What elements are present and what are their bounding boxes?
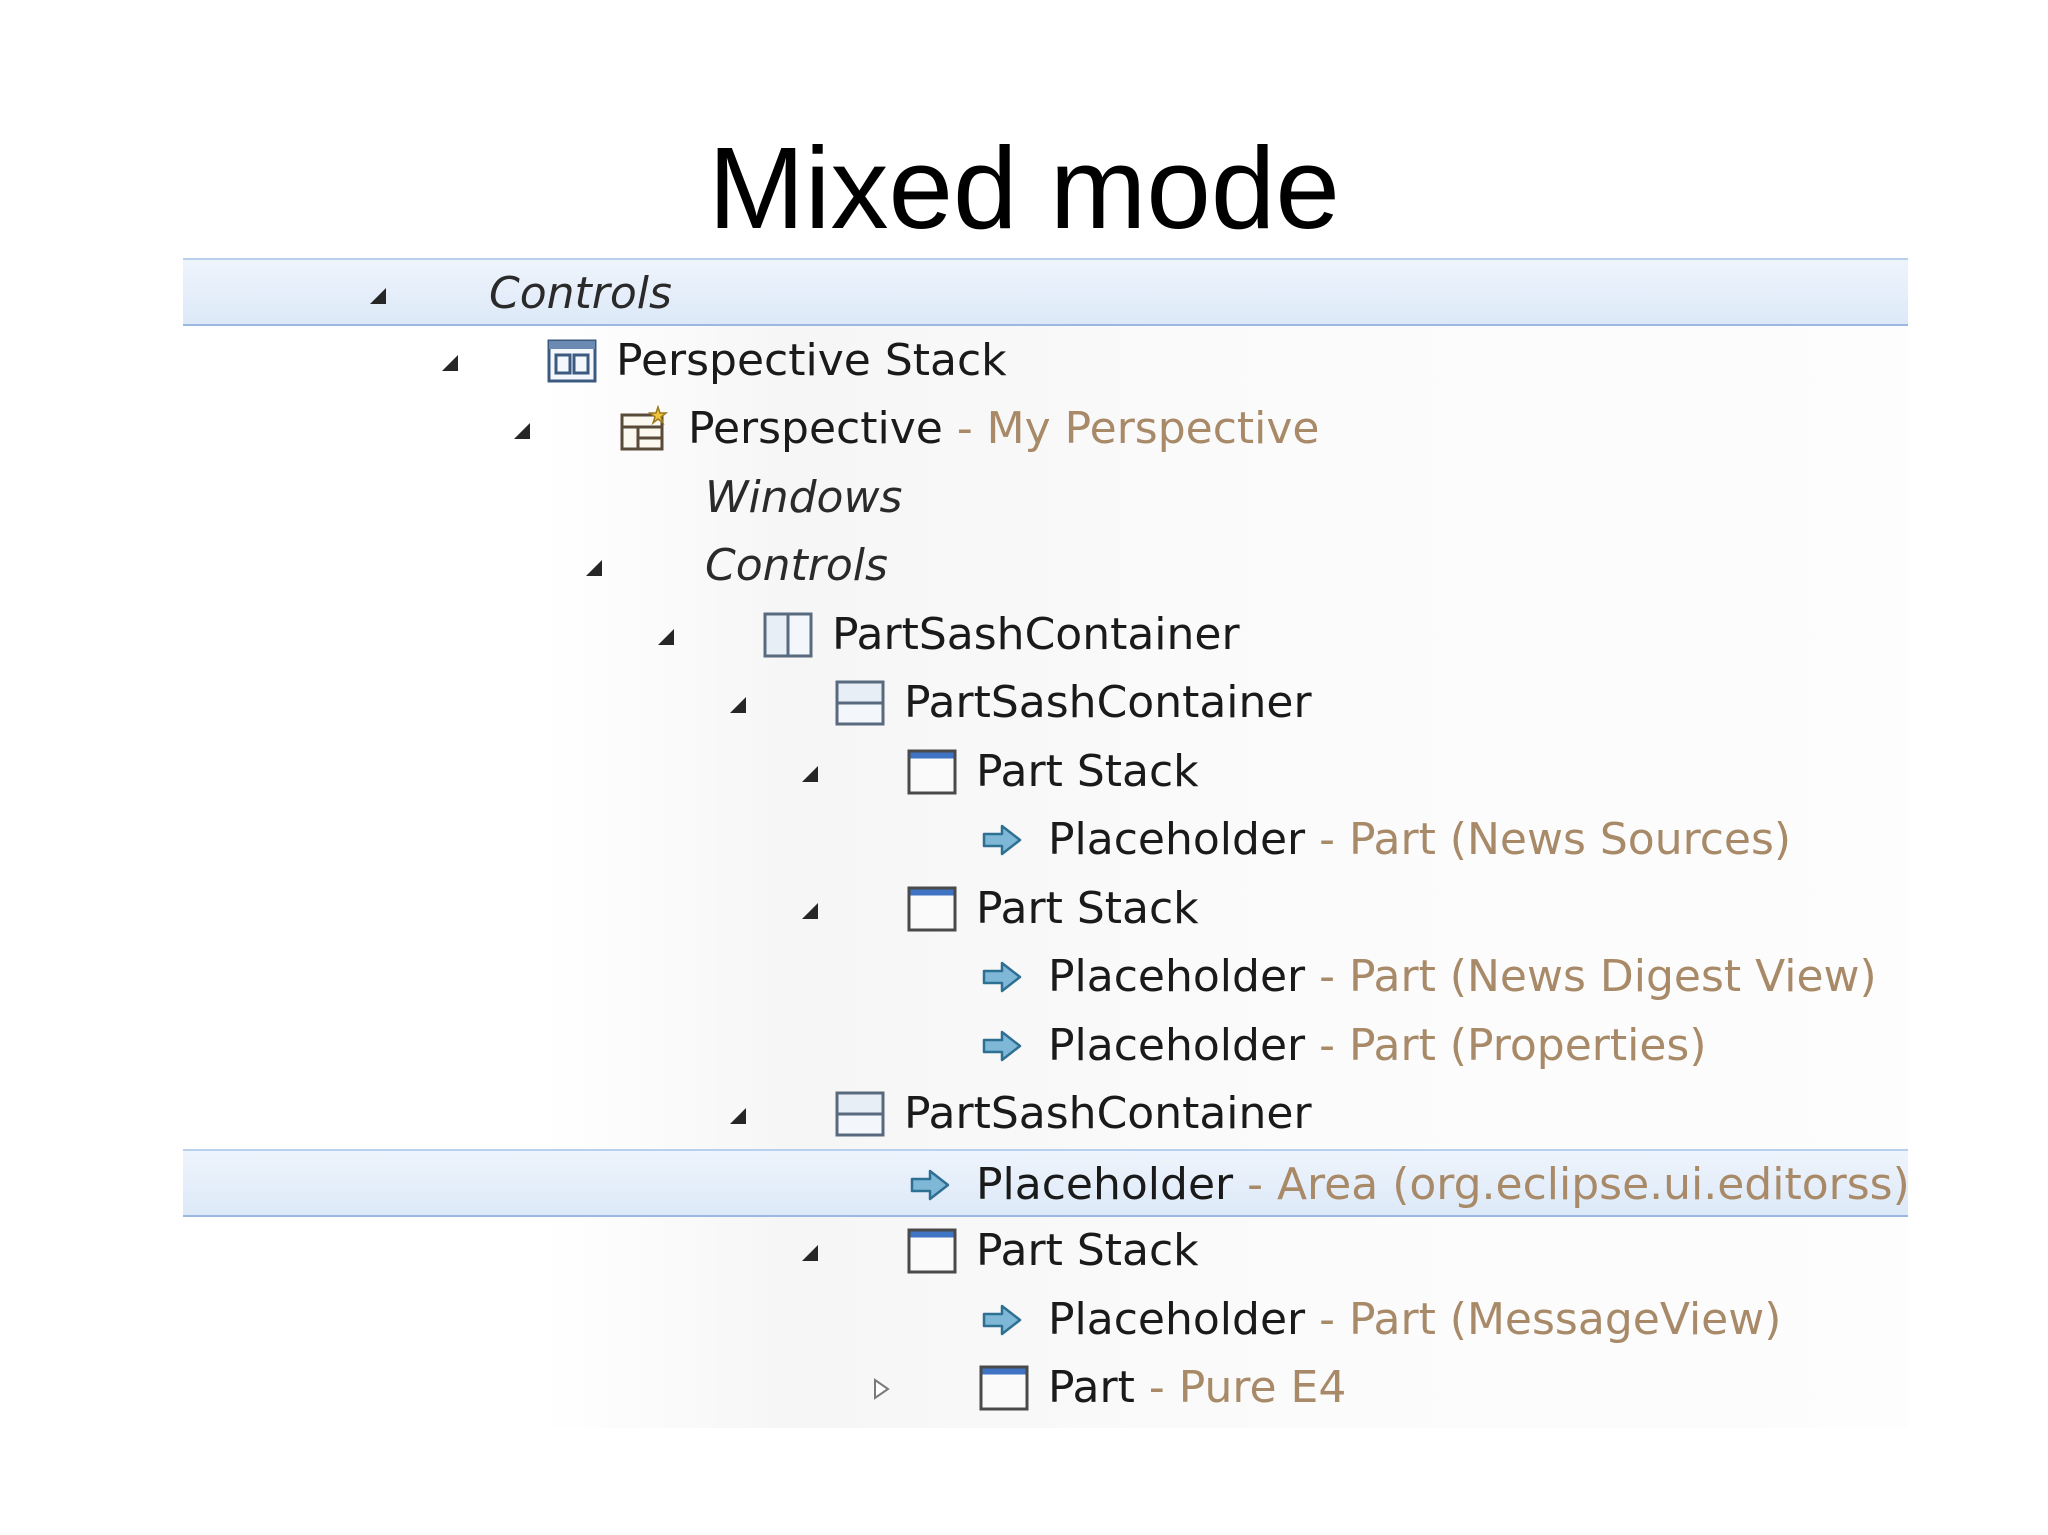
tree-item-name: Placeholder xyxy=(1048,1020,1306,1071)
tree-row[interactable]: Part Stack xyxy=(183,738,1908,806)
tree-item-detail: - Area (org.eclipse.ui.editorss) xyxy=(1233,1159,1910,1210)
tree-row[interactable]: Controls xyxy=(183,532,1908,600)
tree-item-detail: - Part (Properties) xyxy=(1305,1020,1707,1071)
tree-row[interactable]: Placeholder - Part (Properties) xyxy=(183,1012,1908,1080)
slide-title: Mixed mode xyxy=(708,123,1340,253)
tree-item-label: Placeholder - Part (MessageView) xyxy=(1048,1286,1781,1354)
tree-item-name: Part xyxy=(1048,1362,1135,1413)
placeholder-arrow-icon xyxy=(906,1161,958,1209)
expanded-twisty-icon[interactable] xyxy=(726,693,748,715)
tree-item-label: PartSashContainer xyxy=(832,601,1240,669)
tree-item-name: Perspective xyxy=(688,403,943,454)
tree-row[interactable]: Placeholder - Area (org.eclipse.ui.edito… xyxy=(183,1149,1910,1219)
sash-horizontal-icon xyxy=(834,679,886,727)
tree-item-label: Part Stack xyxy=(976,875,1199,943)
tree-item-label: Part Stack xyxy=(976,1217,1199,1285)
part-stack-icon xyxy=(906,885,958,933)
tree-item-detail: - Part (MessageView) xyxy=(1305,1294,1782,1345)
expanded-twisty-icon[interactable] xyxy=(510,419,532,441)
tree-item-name: PartSashContainer xyxy=(832,609,1240,660)
tree-row[interactable]: Placeholder - Part (News Digest View) xyxy=(183,943,1908,1011)
tree-item-label: Windows xyxy=(705,464,902,532)
tree-item-label: Placeholder - Part (News Sources) xyxy=(1048,806,1791,874)
tree-item-detail: - Part (News Sources) xyxy=(1305,814,1792,865)
tree-item-label: PartSashContainer xyxy=(904,1080,1312,1148)
tree-item-label: Placeholder - Part (News Digest View) xyxy=(1048,943,1877,1011)
tree-item-label: Placeholder - Area (org.eclipse.ui.edito… xyxy=(976,1151,1910,1219)
tree-item-name: Placeholder xyxy=(1048,951,1306,1002)
tree-item-name: Perspective Stack xyxy=(616,335,1007,386)
tree-item-label: Controls xyxy=(489,260,672,328)
tree-row[interactable]: Windows xyxy=(183,464,1908,532)
tree-item-label: Perspective Stack xyxy=(616,327,1007,395)
sash-vertical-icon xyxy=(762,611,814,659)
tree-item-name: PartSashContainer xyxy=(904,677,1312,728)
tree-item-label: Perspective - My Perspective xyxy=(688,395,1320,463)
tree-item-name: Controls xyxy=(705,540,888,591)
tree-row[interactable]: Perspective Stack xyxy=(183,327,1908,395)
expanded-twisty-icon[interactable] xyxy=(366,284,388,306)
expanded-twisty-icon[interactable] xyxy=(582,556,604,578)
tree-row[interactable]: Controls xyxy=(183,258,1908,326)
tree-item-label: Controls xyxy=(705,532,888,600)
perspective-icon xyxy=(618,405,670,453)
tree-item-label: Part Stack xyxy=(976,738,1199,806)
tree-row[interactable]: Perspective - My Perspective xyxy=(183,395,1908,463)
tree-row[interactable]: PartSashContainer xyxy=(183,1080,1908,1148)
placeholder-arrow-icon xyxy=(978,1022,1030,1070)
tree-row[interactable]: PartSashContainer xyxy=(183,669,1908,737)
tree-item-name: Part Stack xyxy=(976,746,1199,797)
tree-item-name: Placeholder xyxy=(1048,814,1306,865)
collapsed-twisty-icon[interactable] xyxy=(870,1378,892,1400)
tree-row[interactable]: PartSashContainer xyxy=(183,601,1908,669)
tree-item-detail: - My Perspective xyxy=(942,403,1320,454)
tree-item-name: Part Stack xyxy=(976,883,1199,934)
expanded-twisty-icon[interactable] xyxy=(798,762,820,784)
sash-horizontal-icon xyxy=(834,1090,886,1138)
expanded-twisty-icon[interactable] xyxy=(798,1241,820,1263)
tree-item-label: PartSashContainer xyxy=(904,669,1312,737)
tree-item-name: Placeholder xyxy=(1048,1294,1306,1345)
placeholder-arrow-icon xyxy=(978,953,1030,1001)
tree-item-name: PartSashContainer xyxy=(904,1088,1312,1139)
tree-item-label: Part - Pure E4 xyxy=(1048,1354,1346,1422)
part-icon xyxy=(978,1364,1030,1412)
tree-row[interactable]: Part - Pure E4 xyxy=(183,1354,1908,1422)
perspective-stack-icon xyxy=(546,337,598,385)
tree-item-detail: - Pure E4 xyxy=(1134,1362,1347,1413)
expanded-twisty-icon[interactable] xyxy=(438,351,460,373)
tree-background xyxy=(542,258,1908,1428)
tree-item-detail: - Part (News Digest View) xyxy=(1305,951,1877,1002)
part-stack-icon xyxy=(906,748,958,796)
placeholder-arrow-icon xyxy=(978,816,1030,864)
tree-row[interactable]: Part Stack xyxy=(183,1217,1908,1285)
tree-item-name: Controls xyxy=(489,268,672,319)
expanded-twisty-icon[interactable] xyxy=(654,625,676,647)
expanded-twisty-icon[interactable] xyxy=(726,1104,748,1126)
tree-row[interactable]: Part Stack xyxy=(183,875,1908,943)
tree-item-name: Placeholder xyxy=(976,1159,1234,1210)
tree-row[interactable]: Placeholder - Part (News Sources) xyxy=(183,806,1908,874)
tree-item-label: Placeholder - Part (Properties) xyxy=(1048,1012,1707,1080)
expanded-twisty-icon[interactable] xyxy=(798,899,820,921)
tree-row[interactable]: Placeholder - Part (MessageView) xyxy=(183,1286,1908,1354)
placeholder-arrow-icon xyxy=(978,1296,1030,1344)
tree-item-name: Windows xyxy=(705,472,903,523)
part-stack-icon xyxy=(906,1227,958,1275)
tree-item-name: Part Stack xyxy=(976,1225,1199,1276)
